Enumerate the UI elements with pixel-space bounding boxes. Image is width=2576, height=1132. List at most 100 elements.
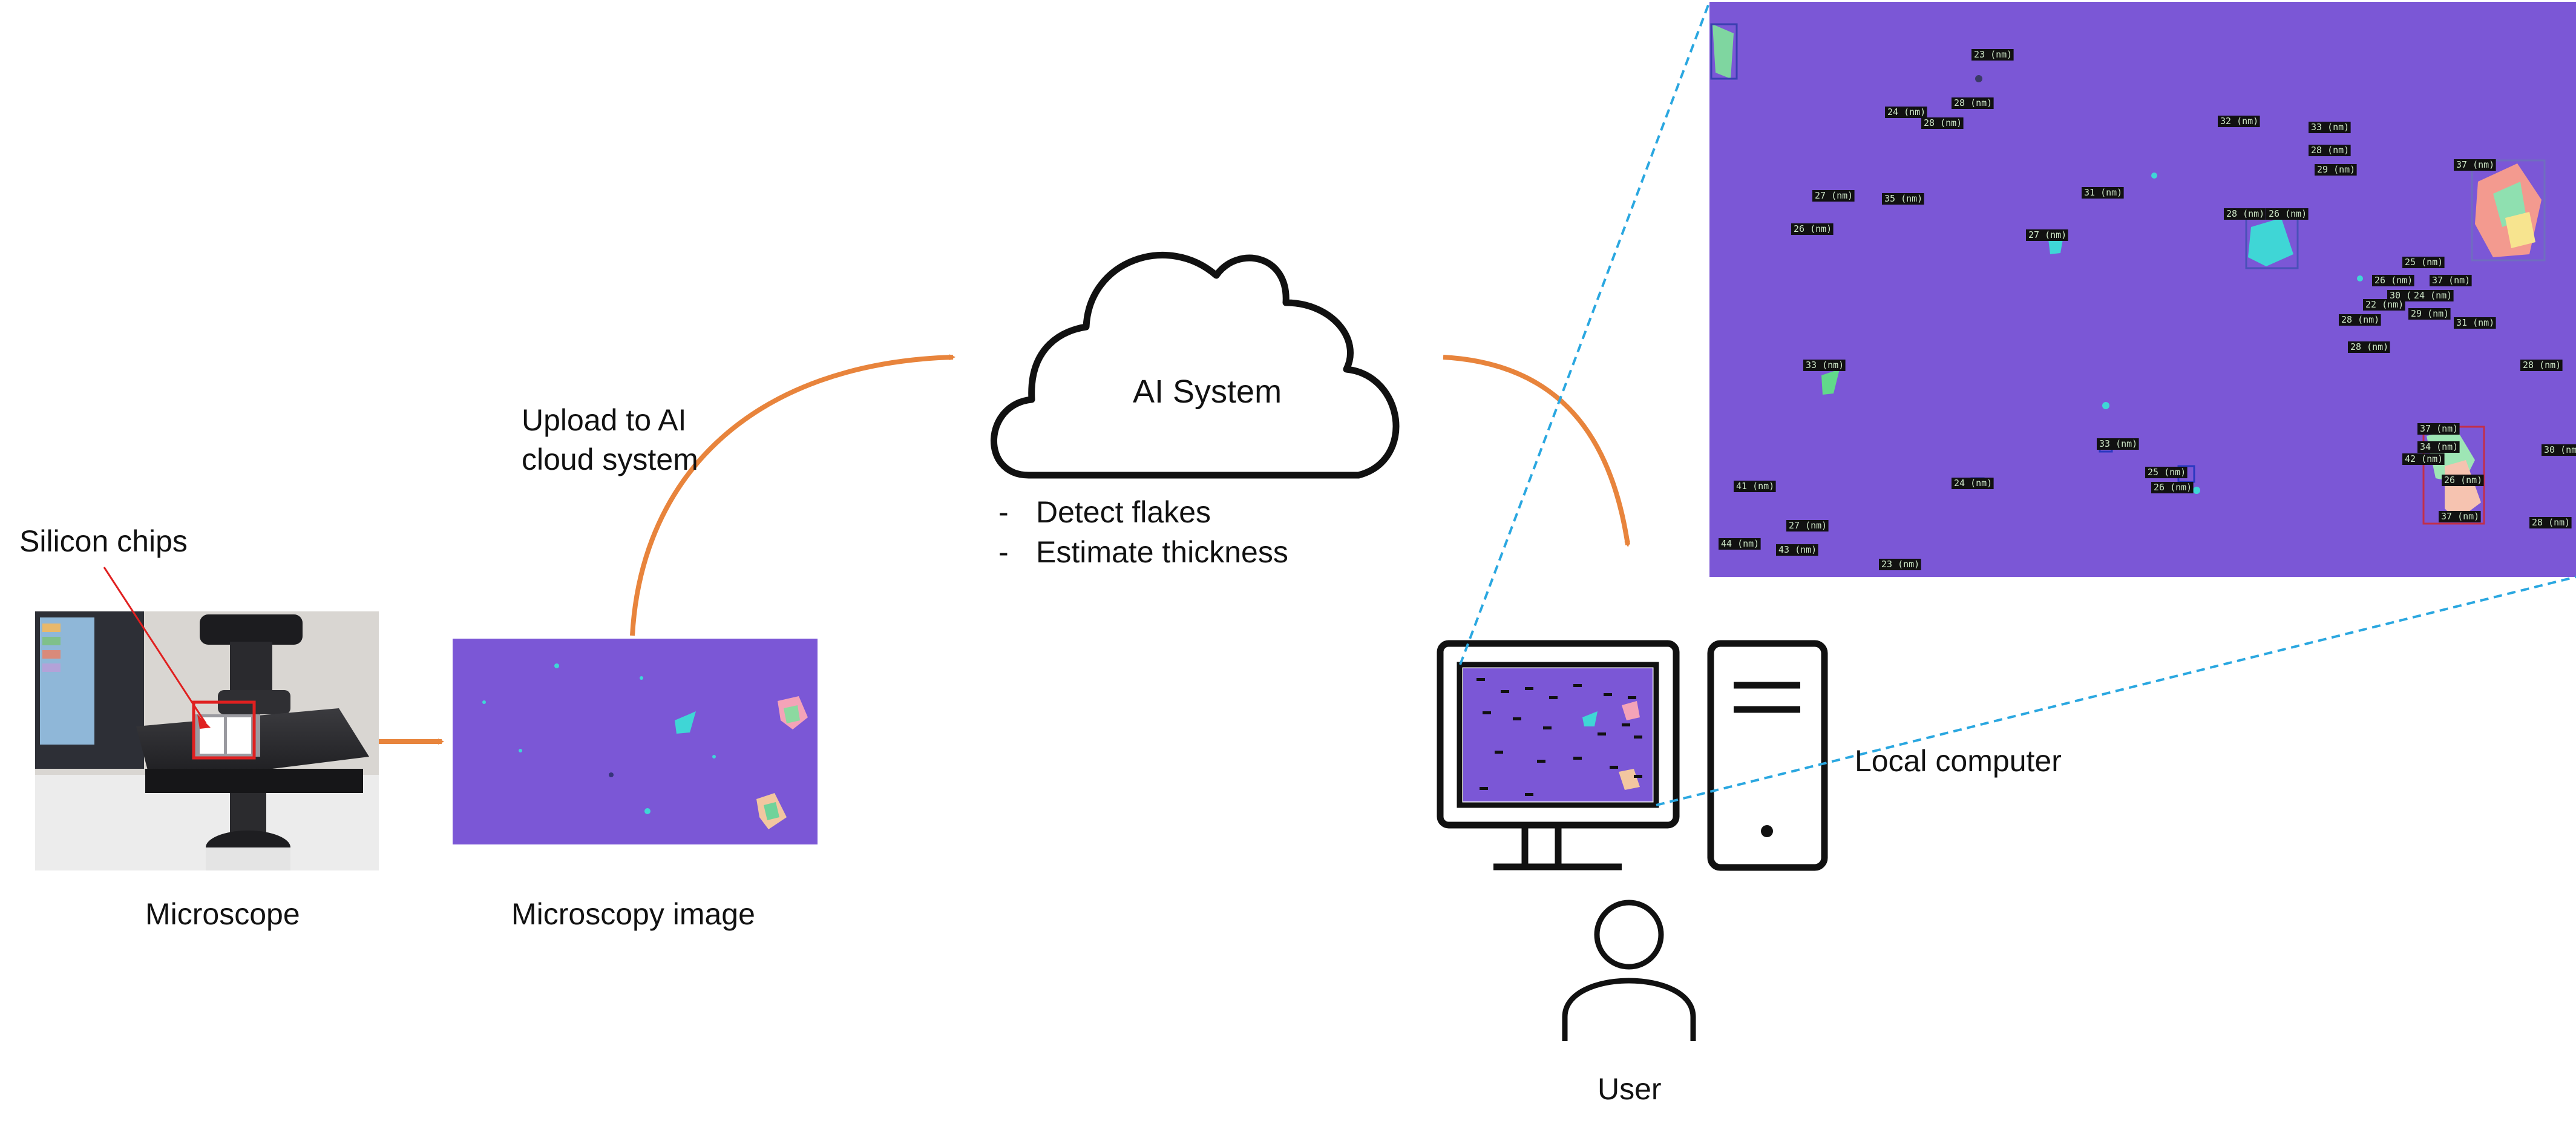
detection-tag-bg: [2315, 164, 2357, 176]
detection-tag-bg: [2026, 229, 2068, 241]
detection-tag-bg: [1971, 49, 2014, 61]
detection-tag-bg: [2520, 360, 2563, 371]
mini-detection-mark: [1573, 757, 1582, 760]
detection-tag: 31 (nm): [2456, 317, 2494, 328]
detection-tag-bg: [2402, 257, 2445, 268]
task-estimate-thickness: Estimate thickness: [1036, 535, 1288, 569]
detection-tag-bg: [1879, 559, 1921, 570]
detection-tag: 26 (nm): [1794, 223, 1832, 234]
detection-tag-bg: [1882, 193, 1924, 205]
detection-tag-bg: [1803, 360, 1846, 371]
mini-detection-mark: [1476, 678, 1485, 681]
detection-tag-bg: [2454, 159, 2496, 171]
microscopy-image-label: Microscopy image: [511, 897, 755, 931]
detection-tag: 23 (nm): [1881, 559, 1919, 570]
task-bullet-1: -: [998, 495, 1009, 529]
detection-tag: 35 (nm): [1884, 193, 1922, 204]
detection-tag: 33 (nm): [1806, 360, 1844, 370]
chip-highlight-box: [192, 700, 256, 760]
detection-tag: 27 (nm): [1815, 190, 1853, 201]
detection-tag: 26 (nm): [2154, 482, 2192, 493]
detection-tag-bg: [2145, 467, 2188, 478]
detection-tag-bg: [2454, 317, 2496, 329]
detection-tag: 33 (nm): [2311, 122, 2349, 133]
microscope-label: Microscope: [145, 897, 300, 931]
detection-tag: 25 (nm): [2405, 257, 2443, 268]
detection-labels: 23 (nm)28 (nm)24 (nm)28 (nm)32 (nm)33 (n…: [1719, 49, 2576, 570]
detection-tag: 26 (nm): [2444, 475, 2482, 485]
mini-detection-mark: [1622, 723, 1630, 726]
mini-detection-mark: [1573, 684, 1582, 687]
mini-detection-mark: [1610, 766, 1618, 769]
detection-tag: 24 (nm): [2414, 290, 2452, 301]
detection-tag: 37 (nm): [2432, 275, 2470, 286]
detection-tag: 29 (nm): [2317, 164, 2355, 175]
detection-tag-bg: [2430, 275, 2472, 286]
mini-detection-mark: [1543, 726, 1552, 729]
mini-detection-mark: [1634, 735, 1642, 739]
mini-detection-mark: [1634, 775, 1642, 778]
detection-tag: 31 (nm): [2084, 187, 2122, 198]
detection-tag-bg: [1719, 538, 1761, 550]
detection-tag-bg: [2417, 441, 2460, 453]
detection-tag: 28 (nm): [2523, 360, 2561, 370]
detection-tag: 41 (nm): [1736, 481, 1774, 492]
detection-tag: 33 (nm): [2099, 438, 2137, 449]
detection-tag-bg: [1921, 117, 1964, 129]
mini-detection-mark: [1480, 787, 1488, 790]
detection-tag-bg: [2266, 208, 2309, 220]
detection-tag: 44 (nm): [1721, 538, 1759, 549]
detection-tag-bg: [2151, 482, 2194, 493]
detection-tag: 23 (nm): [1974, 49, 2012, 60]
mini-detection-mark: [1525, 793, 1533, 796]
silicon-chips-pointer: [103, 567, 207, 724]
detection-tag: 30 (nm): [2544, 444, 2576, 455]
detection-result-image: 23 (nm)28 (nm)24 (nm)28 (nm)32 (nm)33 (n…: [1709, 2, 2576, 577]
zoom-line-top: [1459, 1, 1711, 665]
mini-detection-mark: [1483, 711, 1491, 714]
upload-label-line2: cloud system: [522, 443, 698, 476]
microscopy-image: [453, 639, 818, 844]
microscope-photo: [35, 611, 379, 870]
detection-tag-bg: [2411, 290, 2454, 301]
detection-tag: 37 (nm): [2456, 159, 2494, 170]
detection-tag: 22 (nm): [2365, 299, 2404, 310]
detection-tag-bg: [1786, 520, 1829, 531]
detection-tag-bg: [2348, 341, 2390, 353]
detection-tag-bg: [1734, 481, 1776, 492]
detection-tag: 28 (nm): [2532, 517, 2570, 528]
detection-tag-bg: [2402, 453, 2445, 465]
detection-tag: 24 (nm): [1954, 478, 1992, 489]
detection-tag-bg: [2339, 314, 2381, 326]
cloud-icon: [990, 252, 1400, 479]
mini-detection-mark: [1628, 696, 1636, 699]
detection-tag: 29 (nm): [2411, 308, 2449, 319]
detection-tag: 37 (nm): [2441, 511, 2479, 522]
detection-tag-bg: [2542, 444, 2576, 456]
mini-detection-mark: [1525, 687, 1533, 690]
detection-tag: 28 (nm): [1924, 117, 1962, 128]
detection-tag-bg: [2363, 299, 2405, 311]
arrow-to-cloud: [630, 354, 955, 636]
detection-tag: 27 (nm): [1789, 520, 1827, 531]
detection-tag: 25 (nm): [2148, 467, 2186, 478]
detection-tag: 43 (nm): [1778, 544, 1817, 555]
detection-tag-bg: [2442, 475, 2484, 486]
detection-tag-bg: [2218, 116, 2260, 127]
detection-tag: 34 (nm): [2420, 441, 2458, 452]
local-computer-label: Local computer: [1855, 744, 2062, 778]
mini-detection-mark: [1537, 760, 1545, 763]
detection-tag: 28 (nm): [2350, 341, 2388, 352]
detection-tag: 28 (nm): [1954, 97, 1992, 108]
detection-tag-bg: [2417, 423, 2460, 435]
detection-tag: 24 (nm): [1887, 107, 1925, 117]
detection-tag-bg: [2224, 208, 2266, 220]
detection-tag-bg: [2309, 145, 2351, 156]
user-label: User: [1598, 1072, 1662, 1106]
mini-detection-mark: [1598, 732, 1606, 735]
detection-tag: 28 (nm): [2311, 145, 2349, 156]
detection-tag: 42 (nm): [2405, 453, 2443, 464]
monitor-icon: [1437, 640, 1680, 870]
detection-tag: 26 (nm): [2374, 275, 2413, 286]
